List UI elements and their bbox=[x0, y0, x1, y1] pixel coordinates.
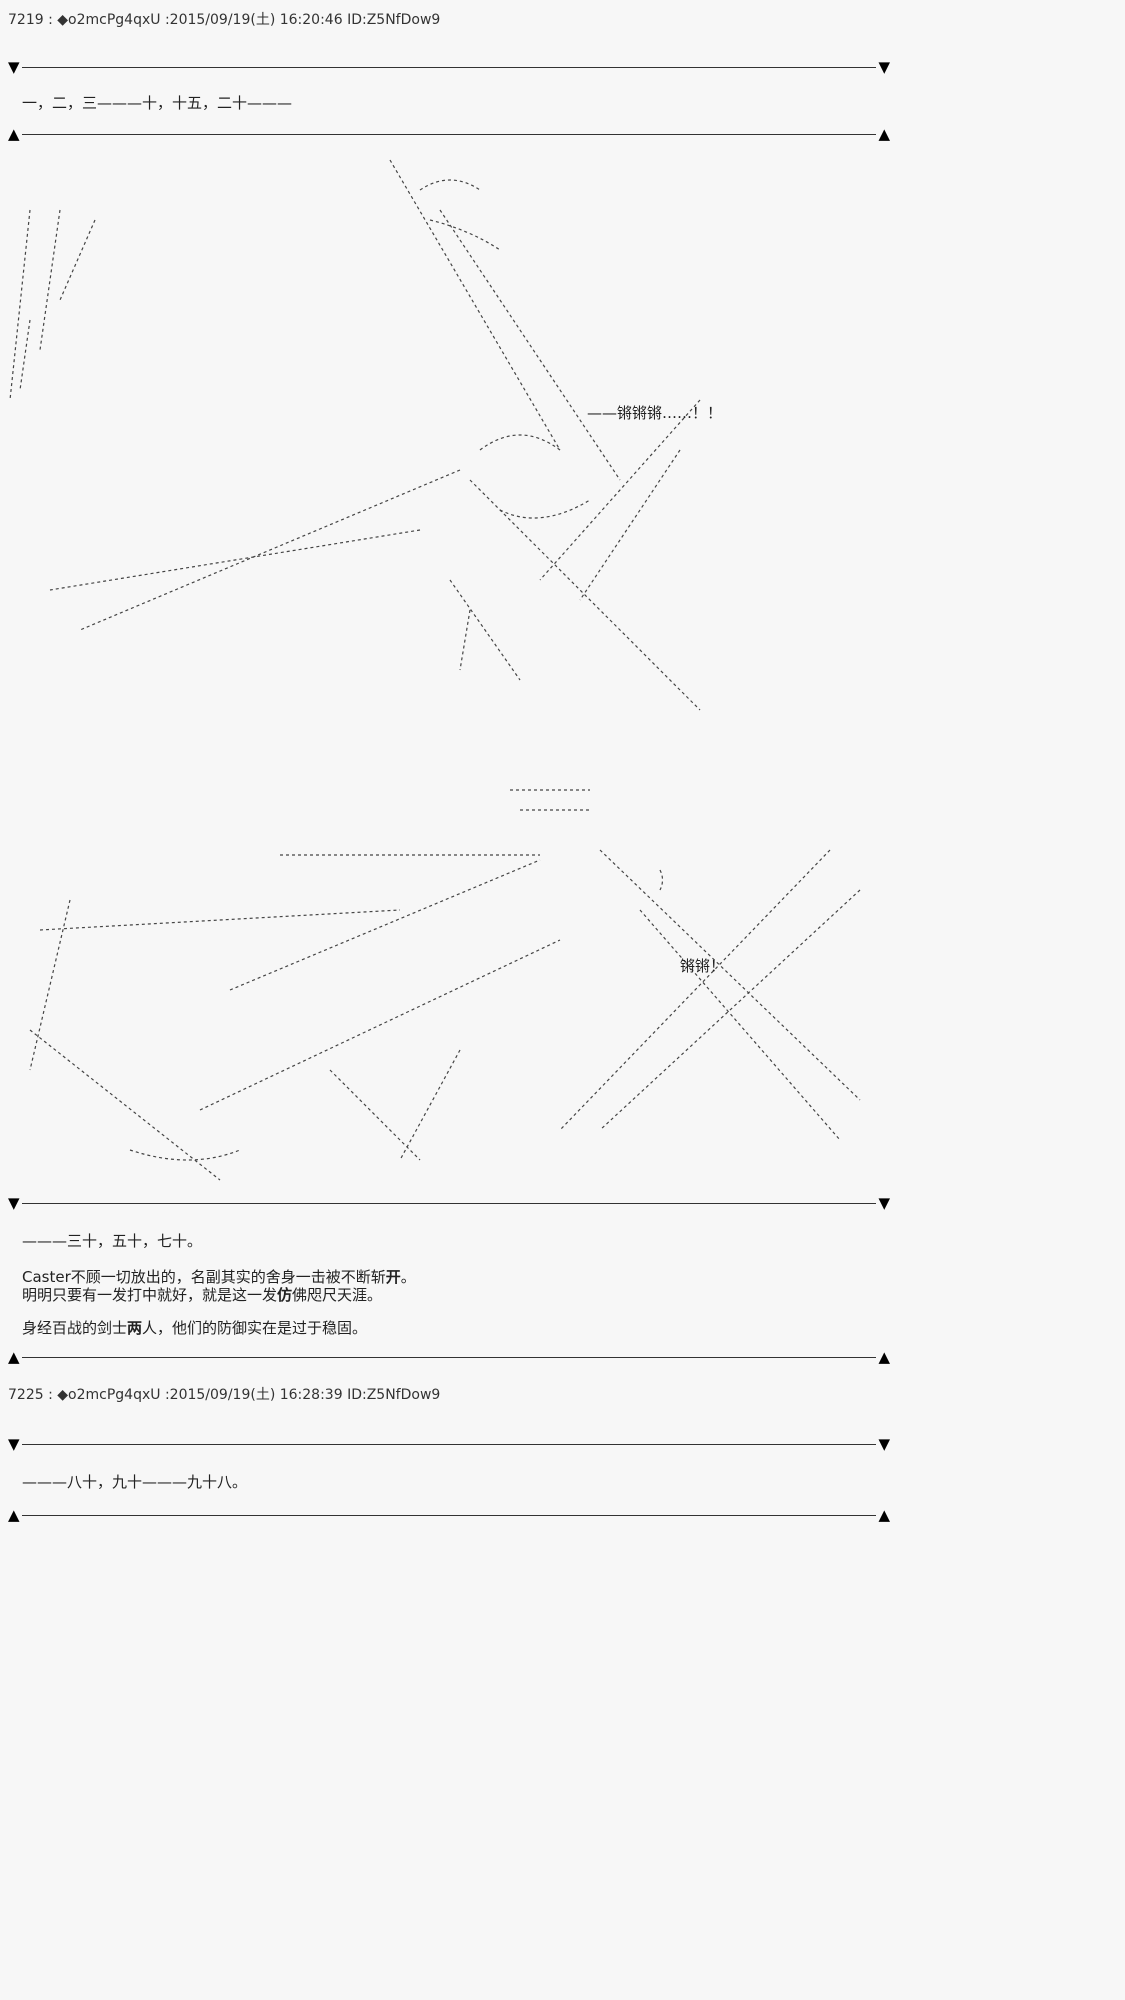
art-streak bbox=[559, 849, 831, 1131]
narration-line-3: 身经百战的剑士两人，他们的防御实在是过于稳固。 bbox=[22, 1317, 367, 1338]
divider-down: ▼▼ bbox=[8, 58, 890, 76]
up-triangle-icon: ▲ bbox=[878, 1506, 890, 1524]
divider-down: ▼▼ bbox=[8, 1435, 890, 1453]
separator: : bbox=[48, 12, 53, 28]
text-span: 身经百战的剑士 bbox=[22, 1319, 128, 1337]
art-streak bbox=[579, 449, 681, 601]
art-streak bbox=[449, 579, 521, 681]
up-triangle-icon: ▲ bbox=[8, 1506, 20, 1524]
art-streak bbox=[9, 209, 31, 401]
divider-up: ▲▲ bbox=[8, 1348, 890, 1366]
down-triangle-icon: ▼ bbox=[8, 1194, 20, 1212]
art-streak bbox=[199, 939, 561, 1111]
divider-up: ▲▲ bbox=[8, 125, 890, 143]
art-streak bbox=[19, 319, 31, 391]
post-number: 7219 bbox=[8, 12, 44, 28]
art-streak bbox=[39, 909, 401, 931]
count-text-3: ———八十，九十———九十八。 bbox=[22, 1473, 248, 1491]
narration-line-1: Caster不顾一切放出的，名副其实的舍身一击被不断斩开。 bbox=[22, 1266, 416, 1287]
narration-line-2: 明明只要有一发打中就好，就是这一发仿佛咫尺天涯。 bbox=[22, 1284, 382, 1305]
sfx-text-1: ——锵锵锵……！！ bbox=[587, 404, 723, 422]
post-header-7225: 7225 : ◆o2mcPg4qxU :2015/09/19(土) 16:28:… bbox=[8, 1384, 440, 1404]
art-streak bbox=[79, 469, 461, 631]
text-span: 开 bbox=[385, 1268, 401, 1286]
count-text-2: ———三十，五十，七十。 bbox=[22, 1232, 203, 1250]
art-streak bbox=[599, 849, 861, 1101]
post-date: 2015/09/19(土) 16:20:46 bbox=[169, 12, 343, 28]
art-streak bbox=[439, 209, 621, 481]
art-streak bbox=[599, 889, 861, 1131]
art-streak bbox=[39, 209, 61, 351]
up-triangle-icon: ▲ bbox=[878, 125, 890, 143]
separator: : bbox=[164, 1387, 170, 1403]
art-detail bbox=[129, 789, 664, 1161]
art-streak bbox=[329, 1069, 421, 1161]
post-trip: ◆o2mcPg4qxU bbox=[57, 12, 161, 28]
post-id: ID:Z5NfDow9 bbox=[347, 12, 441, 28]
down-triangle-icon: ▼ bbox=[8, 1435, 20, 1453]
art-streak bbox=[229, 859, 541, 991]
up-triangle-icon: ▲ bbox=[8, 125, 20, 143]
art-streak bbox=[639, 909, 841, 1141]
text-span: 明明只要有一发打中就好，就是这一发 bbox=[22, 1286, 278, 1304]
art-streak bbox=[399, 1049, 461, 1161]
down-triangle-icon: ▼ bbox=[878, 58, 890, 76]
post-number: 7225 bbox=[8, 1387, 44, 1403]
art-streak bbox=[29, 1029, 221, 1181]
count-text-1: 一，二，三———十，十五，二十——— bbox=[22, 94, 293, 112]
text-span: 仿 bbox=[277, 1286, 293, 1304]
post-id: ID:Z5NfDow9 bbox=[347, 1387, 441, 1403]
text-span: 。 bbox=[400, 1268, 416, 1286]
post-trip: ◆o2mcPg4qxU bbox=[57, 1387, 161, 1403]
text-span: 人，他们的防御实在是过于稳固。 bbox=[142, 1319, 368, 1337]
post-header-7219: 7219 : ◆o2mcPg4qxU :2015/09/19(土) 16:20:… bbox=[8, 9, 440, 29]
ascii-art-sword-clash bbox=[9, 159, 861, 1181]
down-triangle-icon: ▼ bbox=[878, 1194, 890, 1212]
separator: : bbox=[48, 1387, 53, 1403]
down-triangle-icon: ▼ bbox=[8, 58, 20, 76]
text-span: Caster不顾一切放出的，名副其实的舍身一击被不断斩 bbox=[22, 1268, 386, 1286]
post-date: 2015/09/19(土) 16:28:39 bbox=[169, 1387, 343, 1403]
text-span: 两 bbox=[127, 1319, 143, 1337]
art-streak bbox=[29, 899, 71, 1071]
art-streak bbox=[539, 399, 701, 581]
art-streak bbox=[49, 529, 421, 591]
separator: : bbox=[164, 12, 170, 28]
sfx-text-2: 锵锵！ bbox=[680, 957, 726, 975]
art-streak bbox=[389, 159, 561, 451]
up-triangle-icon: ▲ bbox=[878, 1348, 890, 1366]
text-span: 佛咫尺天涯。 bbox=[292, 1286, 383, 1304]
art-streak bbox=[459, 609, 471, 671]
down-triangle-icon: ▼ bbox=[878, 1435, 890, 1453]
divider-up: ▲▲ bbox=[8, 1506, 890, 1524]
art-detail bbox=[419, 179, 591, 519]
art-streak bbox=[469, 479, 701, 711]
up-triangle-icon: ▲ bbox=[8, 1348, 20, 1366]
art-streak bbox=[59, 219, 96, 301]
divider-down: ▼▼ bbox=[8, 1194, 890, 1212]
